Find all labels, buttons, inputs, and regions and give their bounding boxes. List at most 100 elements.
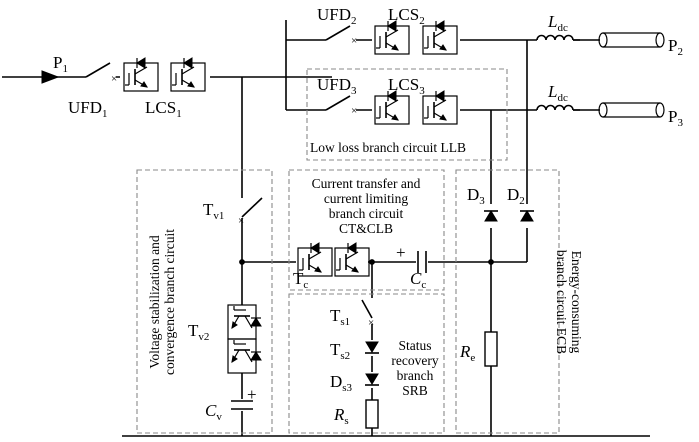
input-arrow-icon xyxy=(41,70,60,84)
svg-text:D2: D2 xyxy=(507,185,525,207)
vscb-box xyxy=(136,169,273,434)
p3-label: P xyxy=(668,107,677,126)
svg-text:P1: P1 xyxy=(53,53,68,75)
ctclb-line4: CT&CLB xyxy=(339,221,393,236)
vscb-line1: Voltage stabilization and xyxy=(147,235,162,368)
srb-box xyxy=(288,293,445,434)
svg-text:UFD1: UFD1 xyxy=(68,98,108,120)
ufd1-label: UFD xyxy=(68,98,102,117)
tc-module xyxy=(296,240,370,280)
svg-text:P3: P3 xyxy=(668,107,683,129)
rs-sub: s xyxy=(344,415,348,427)
ufd2-sub: 2 xyxy=(351,15,357,27)
lcs3-module xyxy=(372,90,460,128)
rs-label: R xyxy=(333,405,345,424)
tv1-sub: v1 xyxy=(213,210,224,222)
ds3-diode xyxy=(364,372,380,388)
svg-text:Ldc: Ldc xyxy=(547,82,568,104)
ctclb-line2: current limiting xyxy=(324,191,409,206)
srb-line2: recovery xyxy=(391,353,438,368)
lcs3-label: LCS xyxy=(388,75,419,94)
re-label: R xyxy=(459,342,471,361)
ldc-bottom-sub: dc xyxy=(557,92,568,104)
tv2-label: T xyxy=(188,321,199,340)
lcs2-sub: 2 xyxy=(419,15,425,27)
svg-text:Ts1: Ts1 xyxy=(330,306,350,328)
svg-text:×: × xyxy=(351,105,357,117)
cc-sub: c xyxy=(421,279,426,291)
ldc-top-sub: dc xyxy=(557,22,568,34)
ctclb-box xyxy=(288,169,445,291)
d3-sub: 3 xyxy=(479,195,485,207)
svg-text:UFD3: UFD3 xyxy=(317,75,357,97)
d2-label: D xyxy=(507,185,519,204)
svg-text:Cv: Cv xyxy=(205,401,222,423)
capacitor-cc xyxy=(416,250,428,274)
ts1-sub: s1 xyxy=(340,316,350,328)
cable-p2 xyxy=(598,32,665,48)
p2-label: P xyxy=(668,36,677,55)
lcs1-module xyxy=(120,57,210,96)
ufd2-switch: × xyxy=(325,25,357,47)
ldc-inductor-top xyxy=(536,30,574,42)
p3-sub: 3 xyxy=(677,117,683,129)
ldc-inductor-bottom xyxy=(536,100,574,112)
svg-text:UFD2: UFD2 xyxy=(317,5,357,27)
resistor-re xyxy=(484,331,498,367)
resistor-rs xyxy=(365,399,379,429)
svg-text:Ts2: Ts2 xyxy=(330,340,350,362)
ts1-switch: × xyxy=(361,298,392,329)
ufd3-sub: 3 xyxy=(351,85,357,97)
tv2-sub: v2 xyxy=(198,331,209,343)
re-sub: e xyxy=(470,352,475,364)
svg-text:Cc: Cc xyxy=(410,269,426,291)
svg-text:×: × xyxy=(368,317,374,329)
ts1-label: T xyxy=(330,306,341,325)
svg-text:Re: Re xyxy=(459,342,475,364)
cc-label: C xyxy=(410,269,422,288)
cv-label: C xyxy=(205,401,217,420)
p2-sub: 2 xyxy=(677,46,683,58)
ds3-label: D xyxy=(330,372,342,391)
lcs2-module xyxy=(372,20,460,58)
ctclb-line1: Current transfer and xyxy=(312,176,421,191)
tv1-switch: × xyxy=(232,197,263,227)
svg-text:D3: D3 xyxy=(467,185,485,207)
diode-d2 xyxy=(519,204,535,228)
ufd3-switch: × xyxy=(325,95,357,117)
ctclb-line3: branch circuit xyxy=(329,206,404,221)
ufd1-switch: × xyxy=(85,60,117,85)
srb-line3: branch xyxy=(397,368,434,383)
svg-text:Tc: Tc xyxy=(293,269,308,291)
tv1-label: T xyxy=(203,200,214,219)
lcs1-sub: 1 xyxy=(176,108,182,120)
ufd2-label: UFD xyxy=(317,5,351,24)
svg-text:×: × xyxy=(238,215,244,227)
ts2-thyristor xyxy=(364,340,380,356)
tv2-module xyxy=(218,304,268,374)
ufd1-sub: 1 xyxy=(102,108,108,120)
cable-p3 xyxy=(598,102,665,118)
svg-text:Tv2: Tv2 xyxy=(188,321,209,343)
p1-sub: 1 xyxy=(62,63,68,75)
tc-label: T xyxy=(293,269,304,288)
diode-d3 xyxy=(483,204,499,228)
srb-line1: Status xyxy=(398,338,431,353)
svg-text:Rs: Rs xyxy=(333,405,349,427)
p1-label: P xyxy=(53,53,62,72)
d3-label: D xyxy=(467,185,479,204)
svg-text:LCS2: LCS2 xyxy=(388,5,425,27)
svg-text:Ds3: Ds3 xyxy=(330,372,353,394)
srb-line4: SRB xyxy=(402,383,428,398)
ds3-sub: s3 xyxy=(342,382,352,394)
d2-sub: 2 xyxy=(519,195,525,207)
llb-label: Low loss branch circuit LLB xyxy=(310,140,466,155)
svg-text:×: × xyxy=(351,35,357,47)
capacitor-cv xyxy=(230,399,254,411)
lcs2-label: LCS xyxy=(388,5,419,24)
ecb-line2: branch circuit ECB xyxy=(554,250,569,354)
svg-text:Ldc: Ldc xyxy=(547,12,568,34)
lcs3-sub: 3 xyxy=(419,85,425,97)
tc-sub: c xyxy=(303,279,308,291)
